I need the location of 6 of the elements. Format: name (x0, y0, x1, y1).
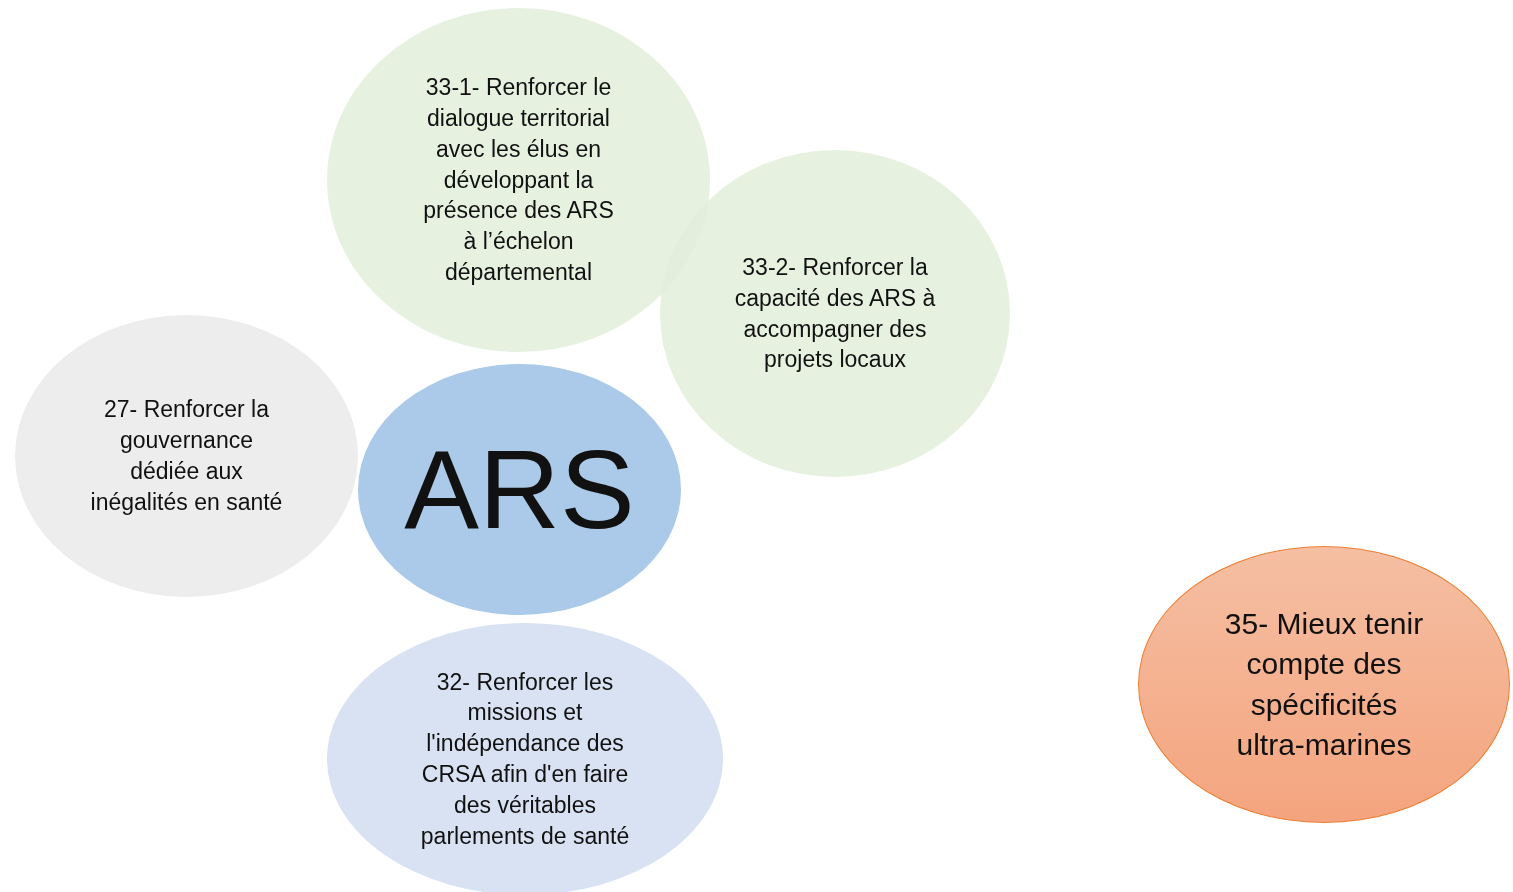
node-text: 35- Mieux tenir compte des spécificités ultra-marines (1223, 606, 1425, 763)
node-text: 27- Renforcer la gouvernance dédiée aux inégalités en santé (89, 395, 284, 517)
node-text: 32- Renforcer les missions et l'indépendance des CRSA afin d'en faire des véritables parlements de santé (419, 667, 631, 851)
node-text: 33-1- Renforcer le dialogue territorial avec les élus en développant la présence des ARS à l’échelon départemental (422, 73, 615, 288)
node-text: ARS (404, 433, 635, 546)
node-text: 33-2- Renforcer la capacité des ARS à accompagner des projets locaux (733, 252, 937, 375)
